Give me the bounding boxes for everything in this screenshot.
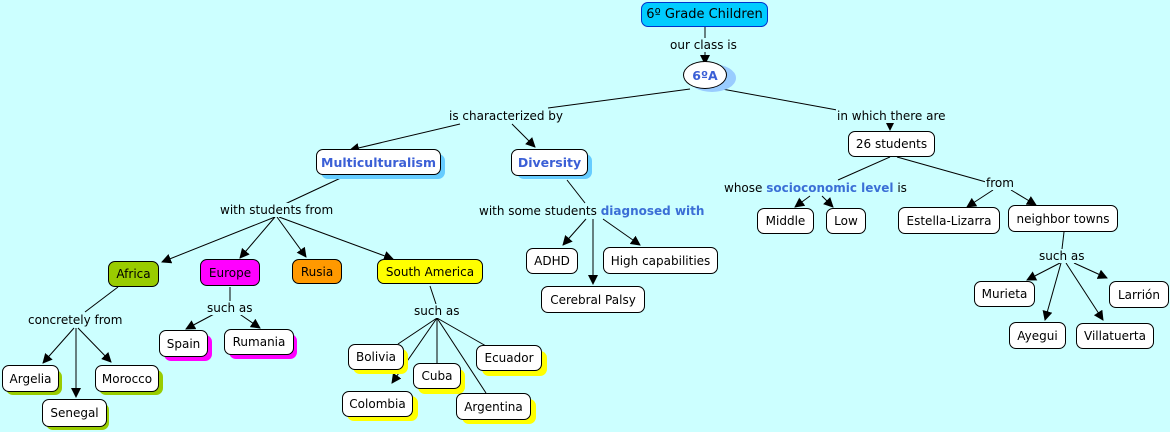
link-such-as-sa: such as (413, 304, 461, 318)
node-morocco[interactable]: Morocco (95, 365, 159, 392)
node-ecuador[interactable]: Ecuador (476, 345, 542, 371)
node-cuba[interactable]: Cuba (413, 363, 461, 389)
node-rusia[interactable]: Rusia (292, 259, 342, 284)
node-middle[interactable]: Middle (757, 208, 814, 234)
node-villatuerta[interactable]: Villatuerta (1076, 323, 1154, 349)
node-adhd[interactable]: ADHD (526, 248, 578, 274)
node-diversity[interactable]: Diversity (511, 149, 588, 176)
node-rumania[interactable]: Rumania (224, 329, 294, 355)
link-diagnosed-highlight: diagnosed with (600, 204, 705, 218)
node-class[interactable]: 6ºA (683, 61, 727, 89)
node-argelia[interactable]: Argelia (2, 365, 59, 392)
link-such-as-towns: such as (1038, 249, 1086, 263)
node-root[interactable]: 6º Grade Children (641, 2, 768, 27)
node-estella[interactable]: Estella-Lizarra (898, 207, 1000, 234)
link-socioeconomic: whose socioconomic level is (723, 181, 908, 195)
link-such-as-europe: such as (206, 301, 254, 315)
node-africa[interactable]: Africa (108, 261, 159, 287)
link-is: is (897, 181, 907, 195)
link-from: from (985, 176, 1015, 190)
node-senegal[interactable]: Senegal (42, 399, 107, 427)
node-murieta[interactable]: Murieta (974, 281, 1035, 307)
node-multiculturalism[interactable]: Multiculturalism (316, 149, 441, 175)
link-diagnosed-prefix: with some students (479, 204, 597, 218)
link-students-from: with students from (219, 203, 335, 217)
node-spain[interactable]: Spain (159, 330, 208, 357)
link-diagnosed: with some students diagnosed with (478, 204, 706, 218)
node-neighbor-towns[interactable]: neighbor towns (1008, 205, 1118, 232)
link-concretely-from: concretely from (27, 313, 124, 327)
node-colombia[interactable]: Colombia (342, 391, 413, 417)
link-in-which: in which there are (836, 109, 947, 123)
node-cerebral-palsy[interactable]: Cerebral Palsy (541, 286, 645, 313)
link-characterized-by: is characterized by (448, 109, 565, 123)
node-low[interactable]: Low (826, 208, 866, 234)
node-south-america[interactable]: South America (377, 259, 483, 284)
node-europe[interactable]: Europe (200, 259, 260, 286)
node-students[interactable]: 26 students (848, 131, 935, 157)
link-whose: whose (724, 181, 763, 195)
node-ayegui[interactable]: Ayegui (1009, 322, 1066, 349)
link-our-class-is: our class is (669, 38, 738, 52)
link-socio-highlight: socioconomic level (766, 181, 894, 195)
node-argentina[interactable]: Argentina (456, 393, 531, 420)
node-bolivia[interactable]: Bolivia (348, 344, 404, 370)
node-larrion[interactable]: Larrión (1109, 281, 1169, 308)
node-high-capabilities[interactable]: High capabilities (603, 247, 718, 274)
